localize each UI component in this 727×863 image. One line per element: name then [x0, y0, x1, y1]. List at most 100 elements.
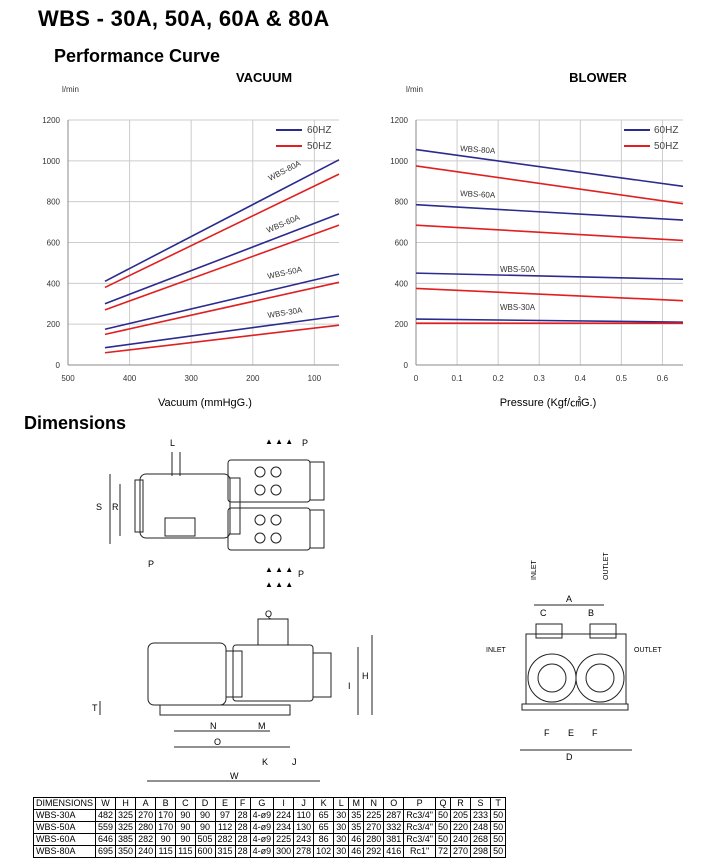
table-header-cell: S: [470, 797, 492, 810]
table-cell: 90: [155, 833, 177, 846]
table-cell: 90: [175, 809, 196, 822]
table-cell: 110: [293, 809, 315, 822]
top-view-drawing: ▲ ▲ ▲ ▲ ▲ ▲ ▲ ▲ ▲ P L S R P P: [96, 437, 325, 589]
series-line-wbs-80a-60hz: [104, 159, 340, 283]
blower-series: [415, 148, 684, 324]
side-view-drawing: INLET OUTLET INLET OUTLET A C B E F F D: [486, 552, 662, 762]
table-header-cell: D: [194, 797, 216, 810]
table-cell: 600: [194, 845, 216, 858]
table-cell: 268: [470, 833, 492, 846]
blower-label-60a: WBS-60A: [460, 189, 496, 200]
dim-label-c: C: [540, 608, 547, 618]
table-cell: 30: [333, 821, 350, 834]
dim-label-d: D: [566, 752, 573, 762]
table-cell: 559: [95, 821, 117, 834]
y-tick-label: 800: [47, 198, 61, 207]
table-cell: 35: [348, 809, 365, 822]
table-cell: 225: [363, 809, 385, 822]
series-line-wbs-80a-60hz: [415, 148, 684, 188]
dim-label-o: O: [214, 737, 221, 747]
x-tick-label: 300: [185, 374, 199, 383]
table-cell: WBS-30A: [32, 809, 97, 822]
table-cell: 50: [434, 821, 452, 834]
x-tick-label: 0.2: [493, 374, 505, 383]
table-cell: 46: [348, 845, 365, 858]
table-cell: 315: [214, 845, 236, 858]
blower-label-50a: WBS-50A: [500, 265, 536, 274]
table-cell: 102: [313, 845, 335, 858]
table-header-cell: E: [214, 797, 236, 810]
table-cell: 115: [155, 845, 177, 858]
table-cell: 115: [175, 845, 196, 858]
table-cell: 28: [234, 821, 251, 834]
table-cell: 234: [273, 821, 295, 834]
table-cell: 50: [490, 821, 507, 834]
series-line-wbs-50a-60hz: [104, 273, 340, 331]
table-header-cell: B: [155, 797, 177, 810]
table-cell: 50: [490, 809, 507, 822]
table-cell: 90: [175, 821, 196, 834]
x-tick-label: 200: [246, 374, 260, 383]
vacuum-unit: l/min: [62, 85, 79, 94]
table-cell: 28: [234, 833, 251, 846]
series-line-wbs-60a-50hz: [104, 224, 340, 311]
table-cell: 243: [293, 833, 315, 846]
table-cell: 287: [383, 809, 405, 822]
table-cell: 298: [470, 845, 492, 858]
legend-50hz-label-b: 50HZ: [654, 141, 678, 152]
dim-label-f2: F: [592, 728, 598, 738]
table-cell: 30: [333, 833, 350, 846]
table-cell: 220: [450, 821, 472, 834]
table-cell: 90: [175, 833, 196, 846]
legend-60hz-label: 60HZ: [307, 125, 331, 136]
table-cell: 224: [273, 809, 295, 822]
x-tick-label: 0: [414, 374, 419, 383]
blower-title: BLOWER: [569, 70, 627, 85]
table-header-cell: T: [490, 797, 507, 810]
table-header-cell: DIMENSIONS: [32, 797, 97, 810]
dim-label-f1: F: [544, 728, 550, 738]
dim-label-w: W: [230, 771, 239, 781]
page-title: WBS - 30A, 50A, 60A & 80A: [38, 6, 330, 31]
dim-label-t: T: [92, 703, 98, 713]
legend-60hz-label-b: 60HZ: [654, 125, 678, 136]
table-cell: 332: [383, 821, 405, 834]
table-cell: 170: [155, 821, 177, 834]
series-line-wbs-30a-50hz: [104, 324, 340, 354]
blower-xlabel: Pressure (Kgf/㎠G.): [500, 396, 597, 409]
table-header-cell: H: [115, 797, 137, 810]
table-cell: 482: [95, 809, 117, 822]
vacuum-label-60a: WBS-60A: [265, 213, 301, 235]
y-tick-label: 600: [395, 239, 409, 248]
table-cell: 240: [450, 833, 472, 846]
series-line-wbs-60a-60hz: [104, 213, 340, 305]
y-tick-label: 1200: [42, 116, 60, 125]
table-header-cell: C: [175, 797, 196, 810]
table-cell: 248: [470, 821, 492, 834]
table-header-cell: J: [293, 797, 315, 810]
y-tick-label: 0: [404, 361, 409, 370]
y-tick-label: 0: [56, 361, 61, 370]
table-cell: Rc3/4": [403, 821, 436, 834]
table-cell: 46: [348, 833, 365, 846]
table-cell: 170: [155, 809, 177, 822]
table-cell: 30: [333, 845, 350, 858]
table-cell: 4-ø9: [249, 809, 275, 822]
y-tick-label: 1000: [42, 157, 60, 166]
table-cell: 50: [490, 833, 507, 846]
x-tick-label: 500: [61, 374, 75, 383]
table-cell: 292: [363, 845, 385, 858]
table-cell: 50: [434, 809, 452, 822]
table-cell: 4-ø9: [249, 821, 275, 834]
table-cell: 233: [470, 809, 492, 822]
dim-label-q: Q: [265, 609, 272, 619]
arrows-top-1: ▲ ▲ ▲: [265, 437, 293, 446]
arrows-bottom-1: ▲ ▲ ▲: [265, 565, 293, 574]
side-inlet: INLET: [486, 647, 507, 654]
table-cell: Rc1": [403, 845, 436, 858]
